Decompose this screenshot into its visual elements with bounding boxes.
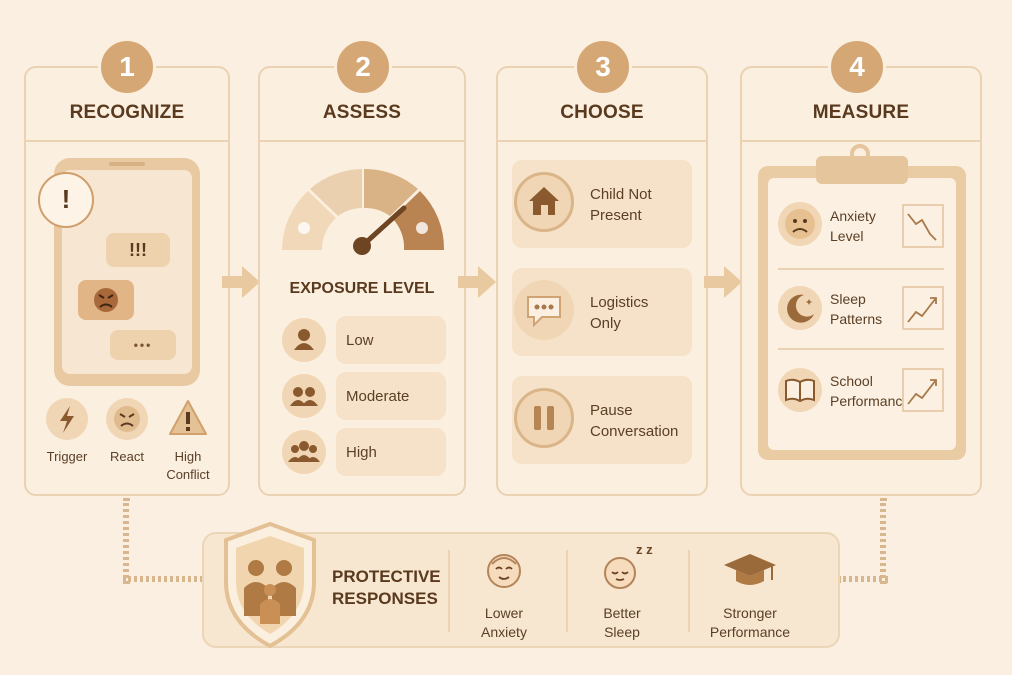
card-header: MEASURE bbox=[742, 68, 980, 142]
high-conflict-label: High Conflict bbox=[166, 449, 210, 482]
level-label-high: High bbox=[346, 444, 377, 461]
connector-left-vertical bbox=[123, 498, 129, 584]
flow-arrow-1 bbox=[222, 266, 260, 298]
trigger-label: Trigger bbox=[46, 449, 88, 464]
level-row-moderate[interactable] bbox=[336, 372, 446, 420]
chat-bubble-icon bbox=[527, 296, 561, 328]
react-label: React bbox=[110, 449, 144, 464]
alert-mark: ! bbox=[61, 184, 71, 214]
anxiety-circle bbox=[778, 202, 822, 246]
zz-mark: z z bbox=[636, 542, 653, 557]
graduation-cap-icon bbox=[724, 554, 776, 585]
trend-up-chart-icon bbox=[902, 368, 944, 412]
high-circle bbox=[282, 430, 326, 474]
angry-face-icon bbox=[94, 288, 118, 312]
level-label-moderate: Moderate bbox=[346, 388, 410, 405]
alert-speech-bubble: ! bbox=[38, 172, 94, 228]
step-title: CHOOSE bbox=[560, 102, 644, 123]
message-bubble-typing: ••• bbox=[110, 330, 176, 360]
connector-right-horizontal bbox=[838, 576, 888, 582]
step-title: MEASURE bbox=[812, 102, 910, 123]
step-number-1: 1 bbox=[98, 38, 156, 96]
step-number-2: 2 bbox=[334, 38, 392, 96]
step-card-assess: ASSESS EXPOSURE LEVEL Low Moderate High bbox=[258, 66, 466, 496]
pause-icon bbox=[534, 406, 554, 430]
message-bubble-angry bbox=[78, 280, 134, 320]
house-circle bbox=[514, 172, 574, 232]
message-bubble-exclaim: !!! bbox=[106, 233, 170, 267]
card-header: CHOOSE bbox=[498, 68, 706, 142]
single-person-icon bbox=[294, 329, 314, 350]
level-label-low: Low bbox=[346, 332, 374, 349]
moon-icon bbox=[787, 294, 814, 323]
exposure-gauge bbox=[282, 168, 445, 255]
flow-arrow-2 bbox=[458, 266, 496, 298]
angry-face-icon bbox=[114, 406, 140, 432]
trend-down-chart-icon bbox=[902, 204, 944, 248]
calm-face-icon bbox=[487, 554, 521, 588]
step-number-4: 4 bbox=[828, 38, 886, 96]
clipboard-ring bbox=[850, 144, 870, 164]
trend-up-chart-icon bbox=[902, 286, 944, 330]
step-title: ASSESS bbox=[322, 102, 402, 123]
lightning-icon bbox=[60, 406, 74, 433]
two-people-icon bbox=[290, 387, 318, 406]
moderate-circle bbox=[282, 374, 326, 418]
sad-face-icon bbox=[785, 209, 815, 239]
high-conflict-icon-wrap bbox=[166, 396, 210, 440]
step-card-recognize: RECOGNIZE !!! ••• ! Trigger React High C… bbox=[24, 66, 230, 496]
trigger-icon-circle bbox=[46, 398, 88, 440]
school-circle bbox=[778, 368, 822, 412]
sleeping-face-icon bbox=[604, 557, 636, 589]
level-row-high[interactable] bbox=[336, 428, 446, 476]
exposure-level-label: EXPOSURE LEVEL bbox=[289, 280, 435, 297]
react-icon-circle bbox=[106, 398, 148, 440]
warning-icon bbox=[169, 400, 207, 435]
step-title: RECOGNIZE bbox=[69, 102, 185, 123]
pause-circle bbox=[514, 388, 574, 448]
connector-right-vertical bbox=[880, 498, 886, 584]
book-icon bbox=[785, 378, 815, 403]
connector-left-horizontal bbox=[123, 576, 209, 582]
low-circle bbox=[282, 318, 326, 362]
house-icon bbox=[529, 187, 559, 215]
flow-arrow-3 bbox=[704, 266, 742, 298]
family-shield-icon bbox=[224, 521, 316, 649]
card-header: RECOGNIZE bbox=[26, 68, 228, 142]
sleep-circle bbox=[778, 286, 822, 330]
chat-circle bbox=[514, 280, 574, 340]
step-number-3: 3 bbox=[574, 38, 632, 96]
level-row-low[interactable] bbox=[336, 316, 446, 364]
group-icon bbox=[288, 441, 320, 462]
card-header: ASSESS bbox=[260, 68, 464, 142]
